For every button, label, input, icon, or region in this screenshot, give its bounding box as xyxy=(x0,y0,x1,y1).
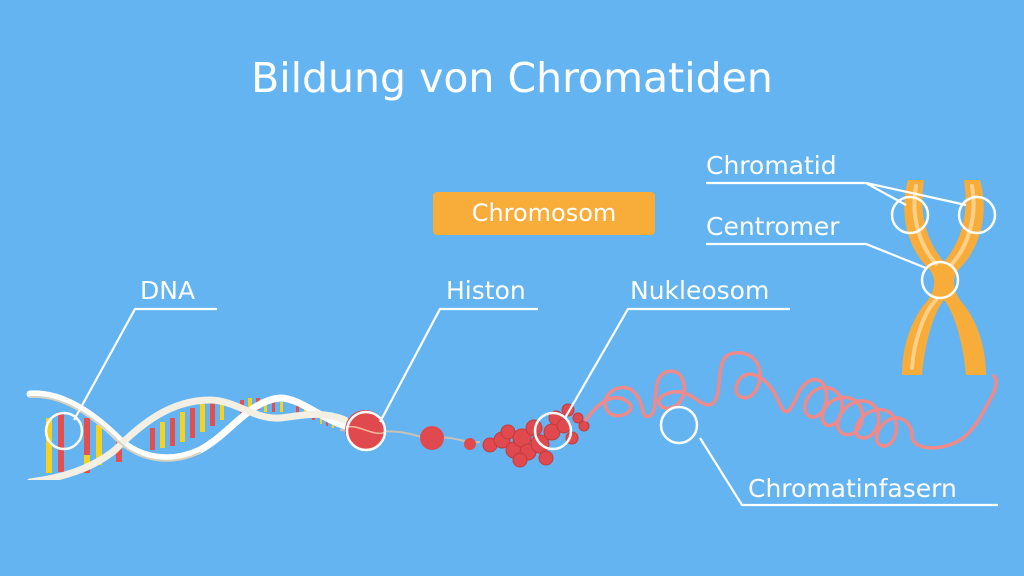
marker-centromer xyxy=(920,260,960,300)
label-chromatid: Chromatid xyxy=(706,151,837,180)
dna-helix xyxy=(26,390,349,480)
label-centromer: Centromer xyxy=(706,212,840,241)
chromatin-fiber xyxy=(584,351,998,450)
leader-chromatinfasern xyxy=(699,437,998,507)
leader-lines xyxy=(73,181,998,507)
marker-histon xyxy=(345,410,387,452)
histone-beads xyxy=(345,410,476,450)
label-histon: Histon xyxy=(446,276,526,305)
highlight-circles xyxy=(44,195,997,452)
label-dna: DNA xyxy=(140,276,196,305)
dna-strands xyxy=(26,390,349,480)
marker-dna xyxy=(44,411,84,451)
diagram-title: Bildung von Chromatiden xyxy=(251,54,773,102)
leader-nukleosom xyxy=(564,307,790,419)
chromosome-x xyxy=(902,180,986,375)
marker-nukleosom xyxy=(533,411,573,451)
leader-centromer xyxy=(706,242,927,270)
leader-dna xyxy=(73,307,217,421)
marker-chromatid-left xyxy=(890,195,930,235)
leader-chromatid xyxy=(706,181,967,207)
dna-base-pairs xyxy=(46,398,334,473)
marker-chromatid-right xyxy=(957,195,997,235)
nucleosome-cluster xyxy=(482,403,590,468)
leader-histon xyxy=(379,307,538,423)
marker-chromatinfasern xyxy=(659,405,699,445)
chromosome-badge: Chromosom xyxy=(433,192,655,235)
label-nukleosom: Nukleosom xyxy=(630,276,770,305)
label-chromatinfasern: Chromatinfasern xyxy=(748,474,957,503)
